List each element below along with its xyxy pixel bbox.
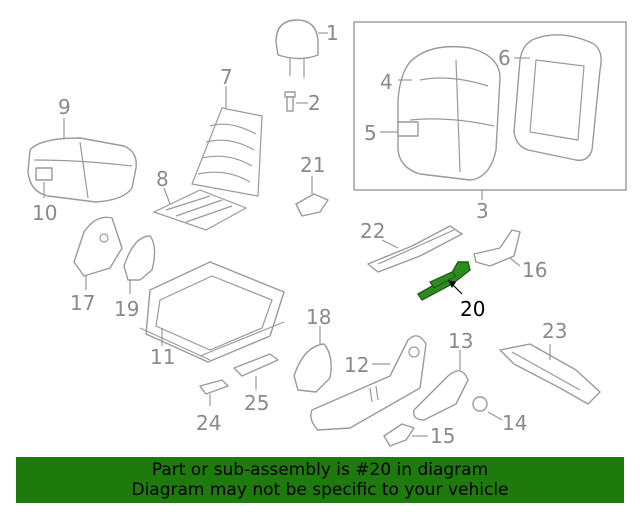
- part-17-side-panel: [73, 216, 123, 290]
- part-5-pad: [397, 121, 419, 137]
- part-25-cover-plate: [233, 353, 279, 390]
- callout-4: 4: [380, 70, 393, 94]
- callout-5: 5: [364, 121, 377, 145]
- part-4-back-cover: [397, 45, 501, 181]
- part-22-track: [367, 225, 463, 273]
- callout-1: 1: [326, 21, 339, 45]
- callout-25: 25: [244, 391, 269, 415]
- banner-line-2: Diagram may not be specific to your vehi…: [131, 480, 509, 500]
- callout-8: 8: [156, 167, 169, 191]
- part-1-headrest: [275, 19, 328, 78]
- part-15-lever: [383, 423, 415, 447]
- callout-24: 24: [196, 411, 221, 435]
- part-19-side-cover: [123, 235, 156, 294]
- callout-18: 18: [306, 305, 331, 329]
- callout-15: 15: [430, 424, 455, 448]
- seatback-group-box: [353, 21, 627, 191]
- info-banner: Part or sub-assembly is #20 in diagram D…: [16, 457, 624, 503]
- part-10-cushion-pad: [35, 167, 53, 181]
- part-24-small-clip: [199, 379, 229, 406]
- banner-line-1: Part or sub-assembly is #20 in diagram: [151, 460, 489, 480]
- callout-13: 13: [448, 329, 473, 353]
- part-16-rail-bracket: [473, 229, 521, 267]
- part-8-cushion-spring: [152, 187, 248, 231]
- callout-10: 10: [32, 201, 57, 225]
- callout-3: 3: [476, 199, 489, 223]
- parts-diagram: 1 2 3 4 5 6 7: [27, 19, 627, 448]
- part-23-bracket-assembly: [499, 343, 601, 405]
- callout-19: 19: [114, 297, 139, 321]
- callout-14: 14: [502, 411, 527, 435]
- part-20-highlighted-rail: [416, 261, 471, 301]
- callout-6: 6: [498, 46, 511, 70]
- callout-23: 23: [542, 319, 567, 343]
- part-21-clip: [295, 176, 329, 217]
- part-6-back-frame: [513, 34, 602, 161]
- callout-16: 16: [522, 258, 547, 282]
- part-9-cushion: [27, 118, 137, 203]
- callout-22: 22: [360, 219, 385, 243]
- callout-9: 9: [58, 95, 71, 119]
- callout-20: 20: [460, 297, 485, 321]
- part-18-recliner-cover: [293, 326, 332, 393]
- part-7-spring-mat: [191, 86, 263, 197]
- callout-7: 7: [220, 65, 233, 89]
- part-12-side-shield: [310, 335, 427, 431]
- callout-21: 21: [300, 153, 325, 177]
- callout-12: 12: [344, 353, 369, 377]
- part-13-inner-shield: [413, 350, 469, 421]
- part-14-knob: [472, 396, 488, 412]
- callout-2: 2: [308, 91, 321, 115]
- part-2-guide: [284, 91, 308, 112]
- callout-17: 17: [70, 291, 95, 315]
- part-11-cushion-frame: [139, 261, 285, 363]
- callout-11: 11: [150, 345, 175, 369]
